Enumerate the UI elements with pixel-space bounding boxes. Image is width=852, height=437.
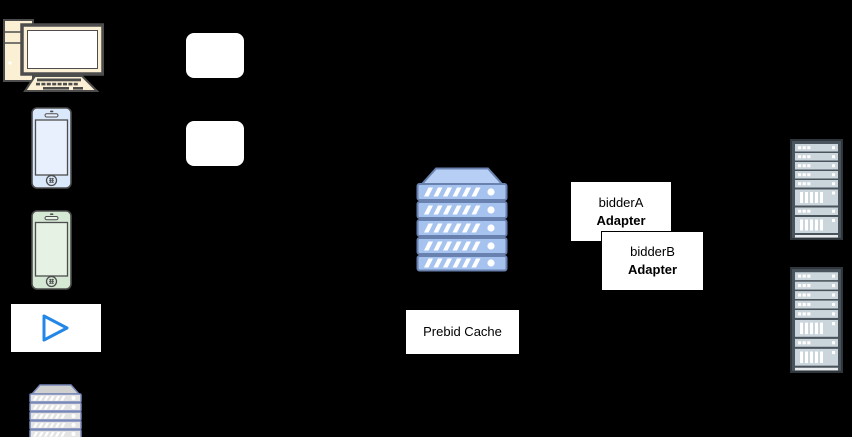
bidder-b-adapter-label: Adapter — [627, 262, 678, 277]
play-icon — [42, 314, 69, 342]
server-stack-small-icon — [29, 384, 82, 437]
placeholder-rounded-box-2 — [186, 121, 244, 166]
server-stack-blue-icon — [416, 167, 508, 272]
server-rack-top-icon — [790, 139, 843, 240]
prebid-cache-box: Prebid Cache — [405, 309, 520, 355]
bidder-a-name: bidderA — [598, 194, 644, 210]
placeholder-rounded-box-1 — [186, 33, 244, 78]
bidder-b-adapter-box: bidderB Adapter — [601, 231, 704, 291]
bidder-a-adapter-label: Adapter — [596, 212, 646, 228]
bidder-b-name: bidderB — [630, 244, 675, 259]
video-player-icon — [10, 303, 102, 353]
smartphone-blue-icon — [31, 107, 72, 189]
prebid-cache-label: Prebid Cache — [423, 324, 502, 339]
smartphone-green-icon — [31, 210, 72, 290]
server-rack-bottom-icon — [790, 267, 843, 373]
desktop-computer-icon — [3, 15, 104, 93]
